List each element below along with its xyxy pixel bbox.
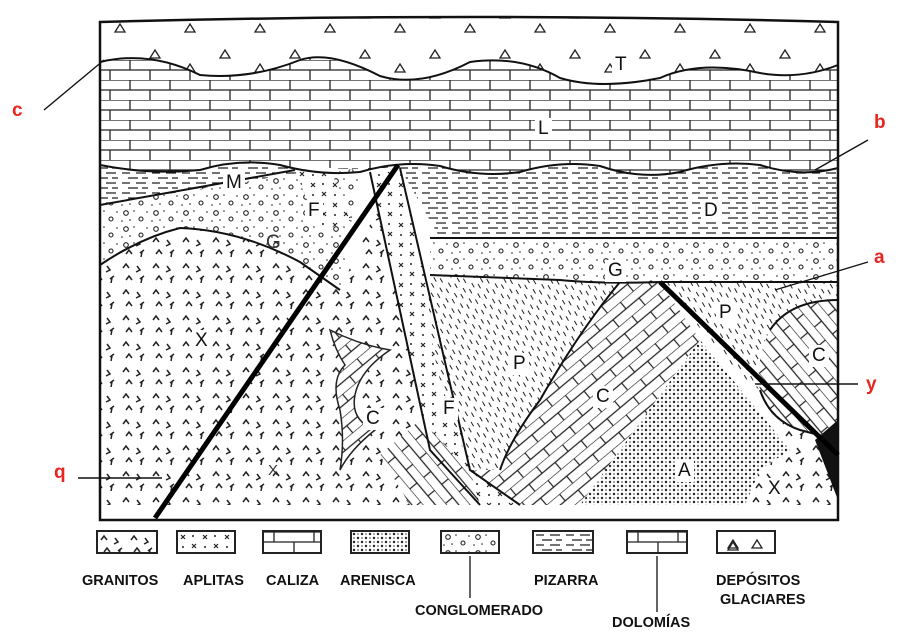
legend-label-conglomerado: CONGLOMERADO: [415, 602, 543, 620]
label-C-center: C: [593, 386, 613, 408]
dolomite-pattern-icon: [626, 530, 688, 554]
legend-label-aplitas: APLITAS: [183, 572, 244, 590]
marker-c: c: [12, 100, 23, 122]
legend-label-caliza: CALIZA: [266, 572, 319, 590]
conglomerate-pattern-icon: [440, 530, 500, 554]
label-P-right: P: [716, 302, 735, 324]
label-X-small: X: [265, 460, 281, 482]
legend-label-depositos: DEPÓSITOS: [716, 572, 800, 590]
aplite-pattern-icon: [176, 530, 236, 554]
sandstone-pattern-icon: [350, 530, 410, 554]
legend-label-glaciares: GLACIARES: [720, 591, 805, 609]
label-A: A: [675, 460, 694, 482]
marker-b: b: [874, 112, 886, 134]
slate-pattern-icon: [532, 530, 594, 554]
label-G-left: G: [263, 232, 284, 254]
legend-label-granitos: GRANITOS: [82, 572, 158, 590]
glacial-deposits-pattern-icon: [716, 530, 776, 554]
legend-label-arenisca: ARENISCA: [340, 572, 416, 590]
marker-q: q: [54, 462, 66, 484]
label-P-center: P: [510, 353, 529, 375]
label-D: D: [701, 200, 721, 222]
label-X-left: X: [192, 330, 211, 352]
label-G-right: G: [605, 260, 626, 282]
legend-label-dolomias: DOLOMÍAS: [612, 614, 690, 632]
label-F-lower: F: [440, 398, 458, 420]
limestone-pattern-icon: [262, 530, 322, 554]
label-X-right: X: [765, 478, 784, 500]
label-L: L: [535, 118, 552, 140]
granite-pattern-icon: [96, 530, 158, 554]
label-C-inclusion: C: [363, 408, 383, 430]
label-T: T: [612, 54, 630, 76]
conglomerate-right-unit: [430, 238, 838, 283]
label-F-upper: F: [305, 200, 323, 222]
marker-a: a: [874, 247, 885, 269]
label-M: M: [223, 172, 245, 194]
marker-y: y: [866, 374, 877, 396]
label-C-right: C: [809, 345, 829, 367]
legend-label-pizarra: PIZARRA: [534, 572, 598, 590]
